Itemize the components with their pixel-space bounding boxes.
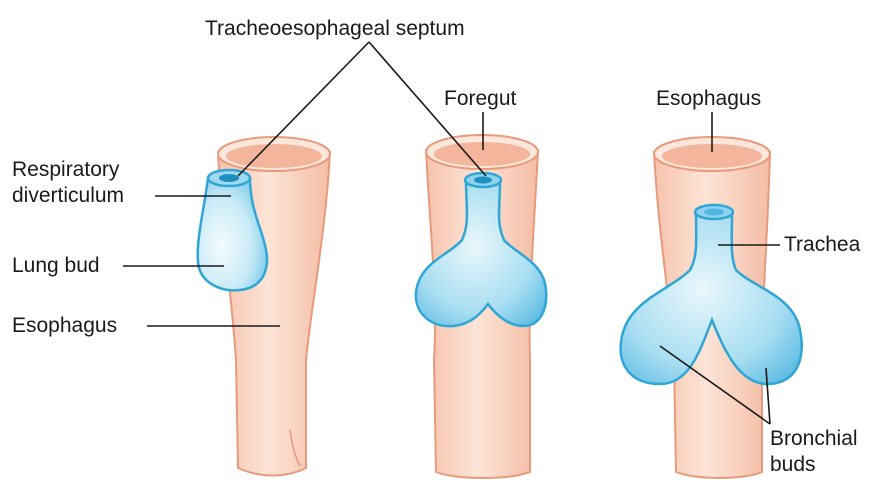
label-lung-bud: Lung bud: [12, 253, 100, 279]
label-bronchial: Bronchial: [770, 426, 858, 452]
label-diverticulum: diverticulum: [12, 183, 124, 209]
label-tracheoesophageal-septum: Tracheoesophageal septum: [205, 16, 465, 42]
label-respiratory: Respiratory: [12, 157, 119, 183]
label-esophagus-top: Esophagus: [656, 86, 761, 112]
label-foregut: Foregut: [444, 86, 516, 112]
label-trachea: Trachea: [784, 232, 860, 258]
label-esophagus-left: Esophagus: [12, 313, 117, 339]
label-buds: buds: [770, 452, 816, 478]
